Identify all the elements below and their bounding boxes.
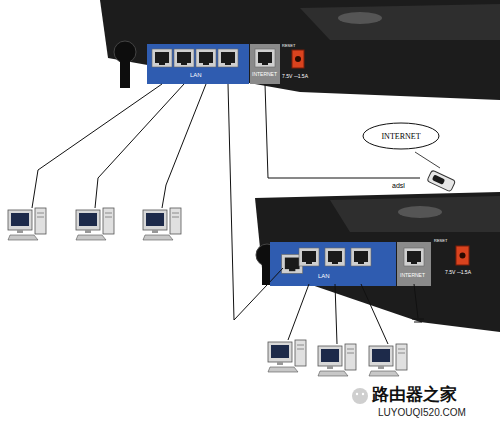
port-label: INTERNET (400, 273, 425, 278)
adsl-modem (427, 170, 456, 192)
watermark-icon (356, 393, 358, 395)
lan-port (174, 49, 194, 67)
lan-panel (270, 242, 396, 286)
router-top (300, 4, 500, 40)
wan-panel (397, 242, 431, 286)
wan-port (404, 248, 424, 266)
internet-cloud: INTERNET (362, 122, 440, 150)
lan-port (152, 49, 172, 67)
watermark-icon (352, 388, 368, 404)
power-rating: 7.5V ⎓1.5A (282, 74, 308, 79)
computer (8, 208, 46, 240)
cloud-outline (363, 123, 439, 149)
network-cable (414, 284, 418, 318)
power-rating: 7.5V ⎓1.5A (445, 270, 471, 275)
watermark: LUYOUQI520.COM (378, 408, 466, 418)
wan-port (255, 49, 275, 67)
network-cable (95, 84, 184, 208)
watermark-icon (362, 393, 364, 395)
computer (143, 208, 181, 240)
button-label: RESET (434, 239, 447, 243)
router-top (330, 196, 500, 232)
computer (268, 340, 306, 372)
computer (318, 344, 356, 376)
power-jack (295, 56, 301, 62)
network-cable (228, 84, 283, 320)
power-jack (456, 246, 469, 265)
power-jack (292, 50, 304, 68)
lan-port (351, 248, 371, 266)
wan-panel (250, 44, 280, 84)
network-cable (361, 284, 388, 344)
antenna (120, 58, 130, 88)
power-jack (460, 253, 466, 259)
watermark: 路由器之家 (372, 386, 457, 403)
network-cable (162, 84, 206, 208)
node-text: INTERNET (381, 132, 420, 141)
ground-symbol (412, 319, 424, 322)
computer (369, 344, 407, 376)
port-label: INTERNET (252, 72, 277, 77)
port-label: LAN (318, 273, 330, 279)
lan-port (299, 248, 319, 266)
lan-port (218, 49, 238, 67)
router-body (255, 192, 500, 332)
lan-port (196, 49, 216, 67)
button-label: RESET (282, 44, 295, 48)
port-label: LAN (190, 72, 202, 78)
router-logo (338, 12, 382, 24)
lan-panel (147, 44, 249, 84)
router-logo (398, 206, 442, 218)
lan-port (325, 248, 345, 266)
network-cable (288, 284, 309, 340)
network-cable (335, 284, 337, 344)
computer (76, 208, 114, 240)
device-label: adsl (392, 182, 405, 189)
leader-line (415, 152, 440, 168)
